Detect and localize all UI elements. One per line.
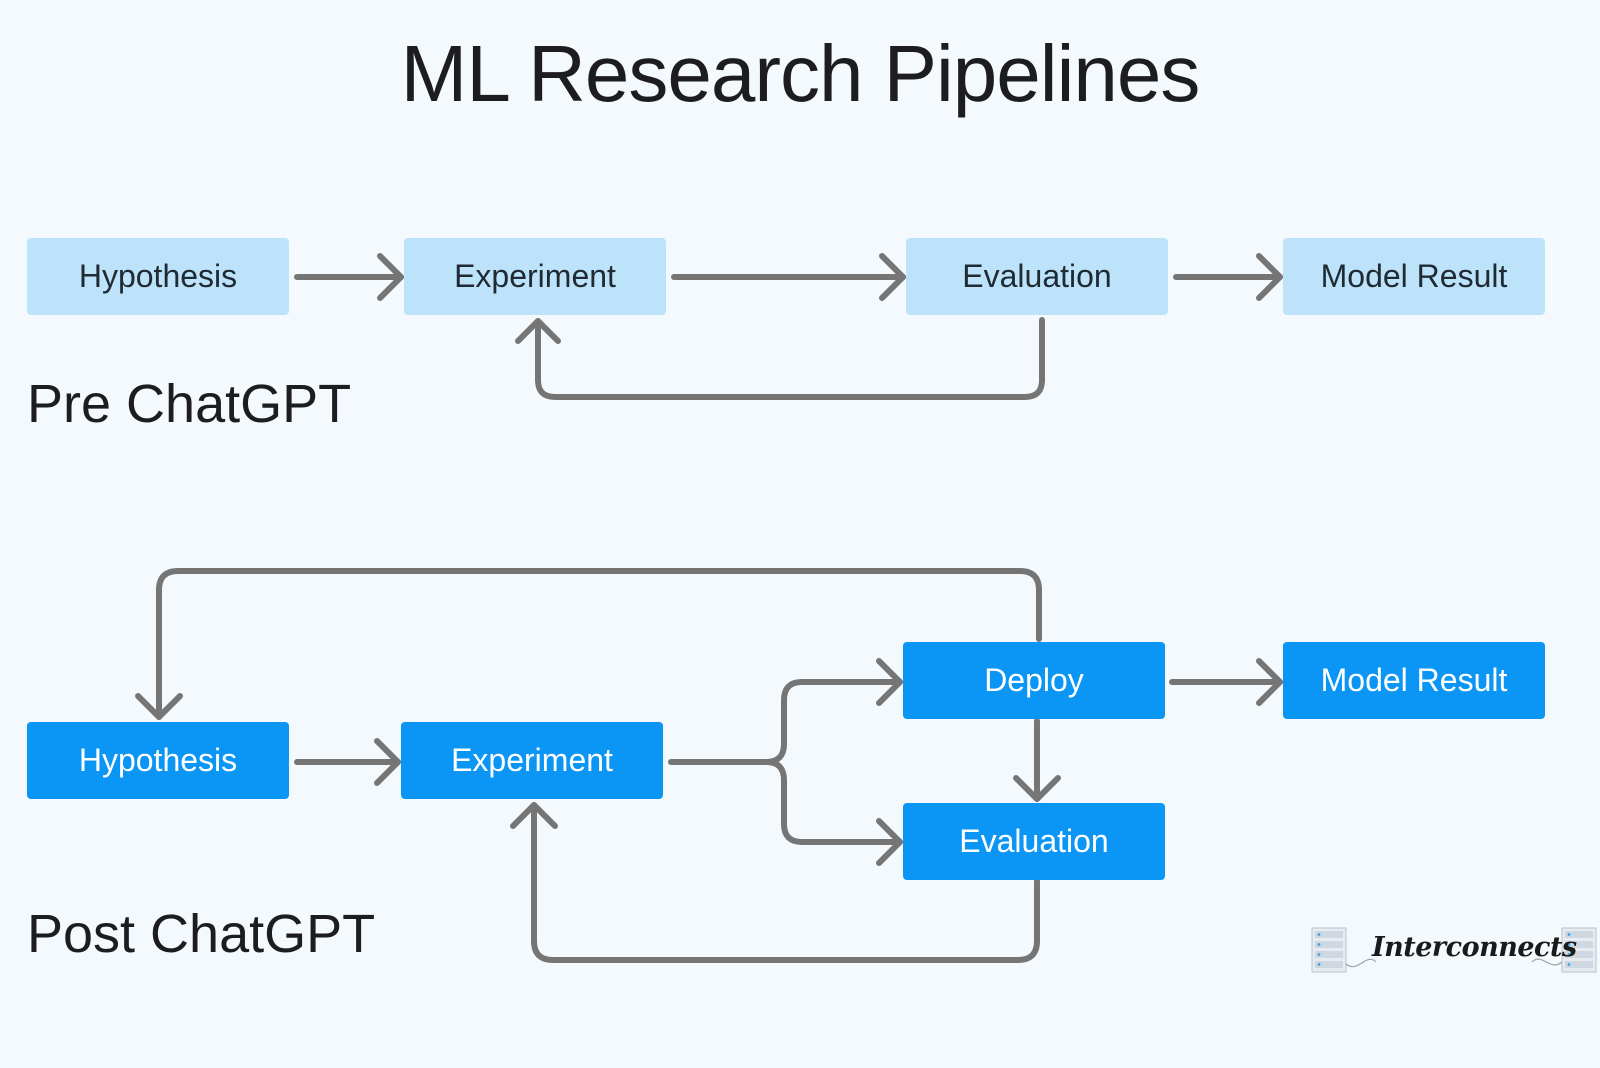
post-node-model-result: Model Result <box>1283 642 1545 719</box>
pre-node-experiment: Experiment <box>404 238 666 315</box>
post-arrow-deploy-hypothesis-loop <box>135 568 1042 720</box>
interconnects-logo: Interconnects <box>1310 922 1598 980</box>
post-section-label: Post ChatGPT <box>27 904 376 964</box>
pre-section-label: Pre ChatGPT <box>27 374 352 434</box>
post-node-deploy: Deploy <box>903 642 1165 719</box>
post-arrow-deploy-evaluation <box>1013 718 1061 802</box>
post-arrow-hypothesis-experiment <box>294 738 401 786</box>
pre-arrow-hypothesis-experiment <box>294 253 404 301</box>
pre-node-model-result: Model Result <box>1283 238 1545 315</box>
post-arrow-experiment-split <box>668 658 903 866</box>
pre-arrow-evaluation-result <box>1173 253 1283 301</box>
brand-name: Interconnects <box>1372 932 1577 963</box>
post-node-evaluation: Evaluation <box>903 803 1165 880</box>
server-rack-icon <box>1561 927 1597 973</box>
pre-arrow-experiment-evaluation <box>671 253 906 301</box>
post-arrow-evaluation-loop <box>510 802 1040 963</box>
post-arrow-deploy-result <box>1169 658 1283 706</box>
pre-node-evaluation: Evaluation <box>906 238 1168 315</box>
pre-arrow-evaluation-loop <box>515 317 1045 400</box>
diagram-title: ML Research Pipelines <box>400 29 1201 118</box>
pre-node-hypothesis: Hypothesis <box>27 238 289 315</box>
post-node-experiment: Experiment <box>401 722 663 799</box>
post-node-hypothesis: Hypothesis <box>27 722 289 799</box>
server-rack-icon <box>1311 927 1347 973</box>
